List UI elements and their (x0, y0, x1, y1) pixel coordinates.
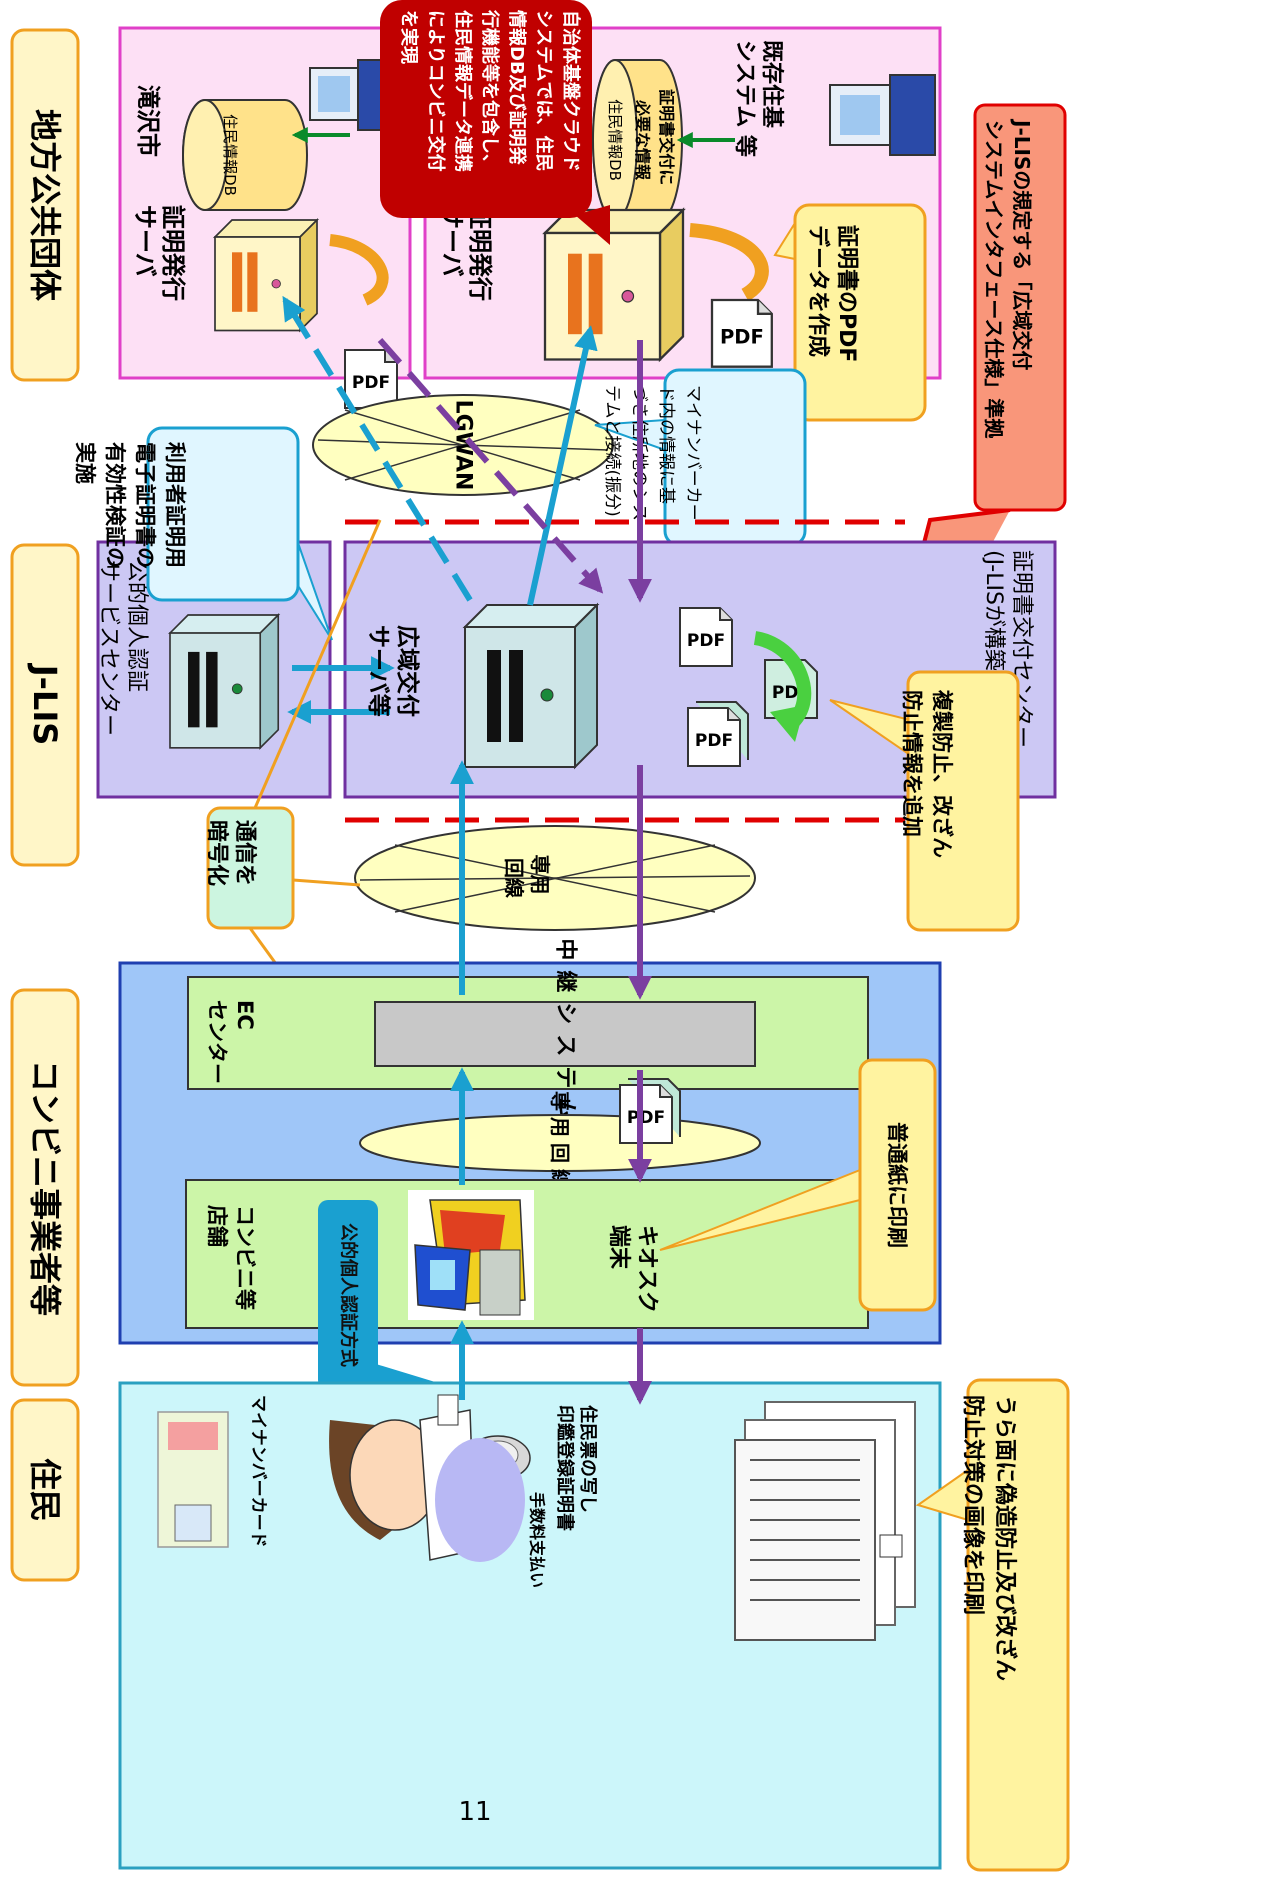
request-arrow-server-to-cloud (527, 325, 598, 606)
jpki-server-icon (169, 614, 280, 749)
svg-text:PDF: PDF (627, 1108, 665, 1128)
existing-system-label: 既存住基 システム 等 (732, 40, 785, 157)
svg-text:うら面に偽造防止及び改ざん 防止対策の画像を印刷: うら面に偽造防止及び改ざん 防止対策の画像を印刷 (960, 1395, 1018, 1689)
zone-label-jlis: J-LIS (10, 543, 80, 867)
svg-text:普通紙に印刷: 普通紙に印刷 (885, 1122, 909, 1248)
zone-label-conv-operator: コンビニ事業者等 (10, 988, 80, 1387)
svg-text:PDF: PDF (720, 326, 764, 349)
cloud-pdf-curve-arrow (689, 223, 769, 302)
relay-system-label: 中継システム (553, 938, 579, 1129)
svg-text:住民情報DB: 住民情報DB (221, 114, 239, 196)
svg-text:マイナンバーカー ド内の情報に基 づ: マイナンバーカー ド内の情報に基 づき住所地のシス テムと接続(振分) (602, 385, 703, 526)
dedicated-line-network: 専用 回線 (354, 825, 756, 931)
takizawa-city-label: 滝沢市 (134, 85, 162, 157)
kiosk-machine-icon (408, 1190, 534, 1320)
kiosk-pdf-icon: PDF (619, 1078, 681, 1144)
my-number-card-label: マイナンバーカード (248, 1395, 268, 1548)
store-label: コンビニ等 店舗 (205, 1205, 257, 1317)
svg-text:住民情報DB: 住民情報DB (606, 99, 624, 181)
takizawa-pdf-curve-arrow (329, 234, 389, 306)
fee-payment-label: 手数料支払い (528, 1492, 547, 1588)
svg-text:J-LISの規定する「広域交付 システムインタフ: J-LISの規定する「広域交付 システムインタフェース仕様」準拠 (982, 118, 1034, 439)
zone-label-resident: 住民 (10, 1398, 80, 1582)
printed-docs-icon (734, 1401, 916, 1641)
jlis-pdf-icon: PDF (679, 607, 733, 667)
svg-text:証明書のPDF データを作成: 証明書のPDF データを作成 (805, 225, 860, 370)
page-number: 11 (458, 1797, 491, 1827)
docs-label: 住民票の写し 印鑑登録証明書 (554, 1405, 599, 1531)
svg-text:地方公共団体: 地方公共団体 (26, 109, 64, 301)
svg-text:自治体基盤クラウド システムでは、住民: 自治体基盤クラウド システムでは、住民 情報DB及び証明発 行機能等を包含し、 … (398, 9, 582, 178)
zone-label-local-gov: 地方公共団体 (10, 28, 80, 382)
svg-text:住民: 住民 (26, 1458, 64, 1522)
jpki-method-callout: 公的個人認証方式 (318, 1200, 445, 1390)
jlis-pdf-copy-icon: PDF (687, 701, 749, 767)
svg-text:複製防止、改ざん 防止情報を追加: 複製防止、改ざん 防止情報を追加 (900, 689, 954, 865)
wide-server-label: 広域交付 サーバ等 (365, 625, 421, 725)
takizawa-server-label: 証明発行 サーバ (131, 205, 187, 309)
print-note-callout: 普通紙に印刷 (659, 1058, 937, 1312)
svg-text:通信を 暗号化: 通信を 暗号化 (204, 820, 258, 894)
back-print-callout: うら面に偽造防止及び改ざん 防止対策の画像を印刷 (915, 1378, 1070, 1872)
cloud-db-icon: 住民情報DB 証明書交付に 必要な情報 (592, 59, 683, 221)
svg-text:J-LIS: J-LIS (26, 663, 64, 746)
response-arrow-takizawa-to-server (377, 338, 604, 594)
takizawa-server-icon (214, 219, 318, 332)
jpki-note-callout: 利用者証明用 電子証明書の 有効性検証の 実施 (73, 426, 333, 641)
pdf-note-callout: 証明書のPDF データを作成 (773, 203, 927, 422)
relay-system-box (374, 1001, 756, 1067)
svg-text:専用 回線: 専用 回線 (502, 855, 559, 902)
svg-text:コンビニ事業者等: コンビニ事業者等 (26, 1060, 64, 1316)
svg-text:専用回線: 専用回線 (548, 1091, 572, 1195)
my-number-card-icon (157, 1411, 229, 1548)
svg-text:利用者証明用 電子証明書の 有効性検: 利用者証明用 電子証明書の 有効性検証の 実施 (73, 442, 187, 575)
svg-text:証明書交付に 必要な情報: 証明書交付に 必要な情報 (633, 89, 676, 191)
takizawa-db-icon: 住民情報DB (182, 99, 308, 211)
svg-text:PDF: PDF (352, 373, 390, 393)
svg-text:PDF: PDF (695, 731, 733, 751)
copy-note-callout: 複製防止、改ざん 防止情報を追加 (829, 670, 1020, 932)
jpki-center-label: 公的個人認証 サービスセンター (96, 560, 149, 736)
svg-text:公的個人認証方式: 公的個人認証方式 (338, 1223, 360, 1367)
existing-system-icon (829, 74, 936, 156)
wide-server-icon (464, 604, 598, 768)
takizawa-pdf-icon: PDF (344, 349, 398, 409)
svg-text:PDF: PDF (687, 631, 725, 651)
lgwan-note-callout: マイナンバーカー ド内の情報に基 づき住所地のシス テムと接続(振分) (594, 368, 807, 547)
cloud-system-callout: 自治体基盤クラウド システムでは、住民 情報DB及び証明発 行機能等を包含し、 … (380, 0, 610, 245)
lgwan-network: LGWAN (312, 394, 614, 496)
encrypt-note-callout: 通信を 暗号化 (204, 519, 397, 1129)
kiosk-label: キオスク 端末 (606, 1225, 659, 1321)
fee-payment-label-box (435, 1438, 525, 1562)
cloud-pdf-icon: PDF (710, 298, 773, 368)
request-arrow-server-to-takizawa (282, 295, 473, 602)
ec-center-label: EC センター (205, 1000, 257, 1084)
cloud-server-icon (543, 208, 685, 361)
